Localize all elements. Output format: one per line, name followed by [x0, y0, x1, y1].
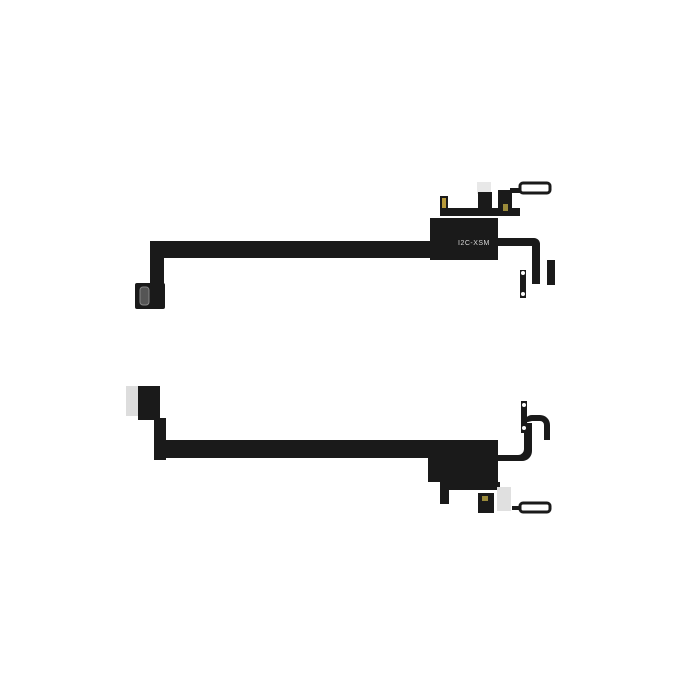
cable-model-label: I2C-XSM	[458, 240, 490, 247]
